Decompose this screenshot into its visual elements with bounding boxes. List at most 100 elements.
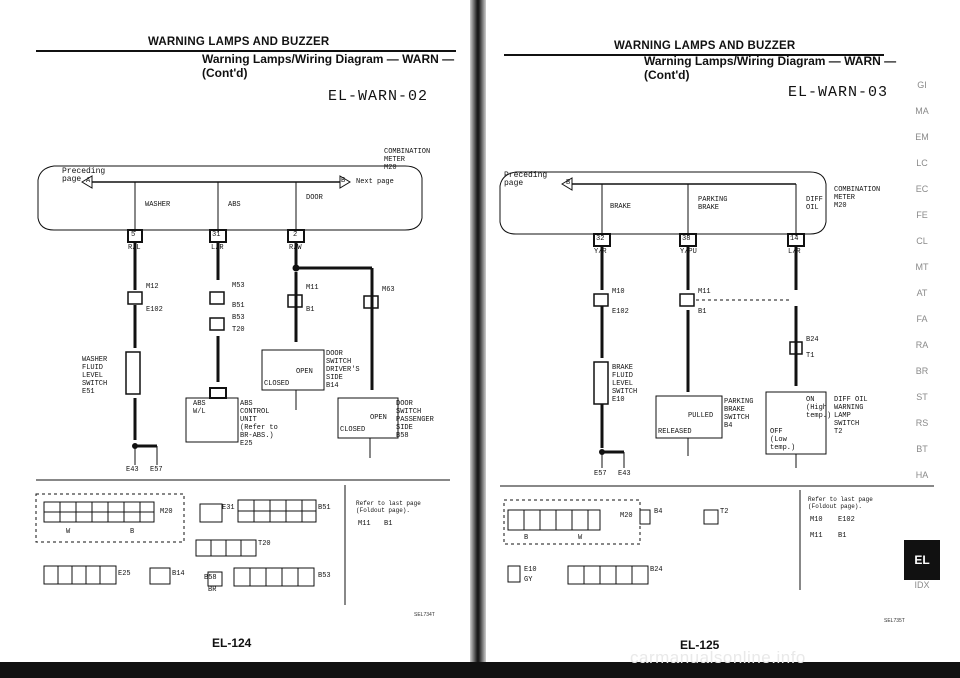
left-combination-meter-label: COMBINATION METER M20 xyxy=(384,148,430,172)
right-conn-t1: T1 xyxy=(806,352,815,360)
left-acu-conn: E25 xyxy=(240,440,253,448)
right-refer-m10: M10 xyxy=(810,516,823,524)
tab-at[interactable]: AT xyxy=(916,288,928,298)
tab-fe[interactable]: FE xyxy=(916,210,928,220)
right-on: ON xyxy=(806,396,815,404)
tab-fa[interactable]: FA xyxy=(916,314,928,324)
left-wfs-conn: E51 xyxy=(82,388,95,396)
left-conn-b58b: B58 xyxy=(204,574,217,582)
left-meter-conn: M20 xyxy=(384,164,397,172)
right-page: WARNING LAMPS AND BUZZER Warning Lamps/W… xyxy=(484,0,960,678)
left-door-closed: CLOSED xyxy=(264,380,290,388)
tab-bt[interactable]: BT xyxy=(916,444,928,454)
left-refer-1: Refer to last page xyxy=(356,500,421,507)
tab-ec[interactable]: EC xyxy=(915,184,929,194)
left-subtitle-line1: Warning Lamps/Wiring Diagram — WARN — xyxy=(202,52,455,66)
right-combination-meter: COMBINATION METER M20 xyxy=(834,186,880,210)
left-marker-a: A xyxy=(86,177,91,185)
right-conn-b24: B24 xyxy=(806,336,819,344)
right-subtitle-line1: Warning Lamps/Wiring Diagram — WARN — xyxy=(644,54,897,68)
right-refer-1: Refer to last page xyxy=(808,496,873,503)
right-conn-gy: GY xyxy=(524,576,533,584)
left-wfs-2: FLUID xyxy=(82,364,104,372)
tab-cl[interactable]: CL xyxy=(916,236,928,246)
left-wfs-4: SWITCH xyxy=(82,380,108,388)
right-page-number: EL-125 xyxy=(680,638,720,652)
right-marker-b: B xyxy=(566,179,571,187)
right-diff-oil-switch: DIFF OIL WARNING LAMP SWITCH T2 xyxy=(834,396,868,436)
left-pin-5: 5 xyxy=(131,231,136,239)
left-conn-e25b: E25 xyxy=(118,570,131,578)
tab-el-active[interactable]: EL xyxy=(904,540,940,580)
left-acu-5: BR-ABS.) xyxy=(240,432,274,440)
tab-lc[interactable]: LC xyxy=(916,158,928,168)
tab-rs[interactable]: RS xyxy=(915,418,929,428)
left-preceding-text: Preceding xyxy=(62,167,106,176)
tab-st[interactable]: ST xyxy=(916,392,928,402)
left-pass-open: OPEN xyxy=(370,414,387,422)
right-wire-ypu: Y/PU xyxy=(680,248,697,256)
left-dsd-2: SWITCH xyxy=(326,358,352,366)
right-conn-b: B xyxy=(524,534,529,542)
tab-mt[interactable]: MT xyxy=(915,262,929,272)
right-wire-lr: L/R xyxy=(788,248,801,256)
left-conn-e102: E102 xyxy=(146,306,163,314)
tab-em[interactable]: EM xyxy=(915,132,929,142)
right-diff-off: OFF (Low temp.) xyxy=(770,428,795,452)
right-bfs-2: FLUID xyxy=(612,372,634,380)
right-ground-e57: E57 xyxy=(594,470,607,478)
left-wfs-3: LEVEL xyxy=(82,372,104,380)
right-bfs-1: BRAKE xyxy=(612,364,634,372)
tab-ra[interactable]: RA xyxy=(915,340,929,350)
right-parking-2: BRAKE xyxy=(698,204,720,212)
right-page-text: page xyxy=(504,179,524,188)
left-pin-31: 31 xyxy=(212,231,221,239)
right-low-2: temp.) xyxy=(770,444,796,452)
left-refer-2: (Foldout page). xyxy=(356,507,411,514)
right-subtitle: Warning Lamps/Wiring Diagram — WARN — (C… xyxy=(644,54,896,82)
right-pbs-1: PARKING xyxy=(724,398,754,406)
left-door-open: OPEN xyxy=(296,368,313,376)
right-pbs-3: SWITCH xyxy=(724,414,750,422)
right-dos-3: LAMP xyxy=(834,412,851,420)
left-refer-b1: B1 xyxy=(384,520,393,528)
left-conn-b53: B53 xyxy=(232,314,245,322)
right-bfs-conn: E10 xyxy=(612,396,625,404)
right-preceding-page: Preceding page xyxy=(504,172,547,188)
left-dsp-1: DOOR xyxy=(396,400,413,408)
right-parking-1: PARKING xyxy=(698,196,728,204)
left-dsd-4: SIDE xyxy=(326,374,343,382)
left-conn-w: W xyxy=(66,528,71,536)
left-page-number: EL-124 xyxy=(212,636,252,650)
left-acu-2: CONTROL xyxy=(240,408,270,416)
right-combination-text: COMBINATION xyxy=(834,186,881,194)
tab-ma[interactable]: MA xyxy=(915,106,929,116)
tab-gi[interactable]: GI xyxy=(917,80,927,90)
left-abs-label: ABS xyxy=(228,201,241,209)
right-brake-fluid-switch: BRAKE FLUID LEVEL SWITCH E10 xyxy=(612,364,637,404)
left-ground-e57: E57 xyxy=(150,466,163,474)
right-dos-conn: T2 xyxy=(834,428,843,436)
left-figure-id: SEL734T xyxy=(414,612,435,618)
right-meter-text: METER xyxy=(834,194,856,202)
left-title-rule xyxy=(36,50,456,52)
left-door-label: DOOR xyxy=(306,194,323,202)
left-conn-m53: M53 xyxy=(232,282,245,290)
right-dos-2: WARNING xyxy=(834,404,864,412)
left-next-page: Next page xyxy=(356,178,394,186)
left-abs-wl-1: ABS xyxy=(193,400,206,408)
right-parking-label: PARKING BRAKE xyxy=(698,196,727,212)
left-conn-e31: E31 xyxy=(222,504,235,512)
left-door-switch-driver: DOOR SWITCH DRIVER'S SIDE B14 xyxy=(326,350,360,390)
left-dsp-conn: B58 xyxy=(396,432,409,440)
left-pass-closed: CLOSED xyxy=(340,426,366,434)
right-wiring-diagram xyxy=(499,171,934,590)
left-wfs-1: WASHER xyxy=(82,356,108,364)
right-diagram-id: EL-WARN-03 xyxy=(788,84,889,101)
left-wire-lr: L/R xyxy=(211,244,224,252)
tab-idx[interactable]: IDX xyxy=(914,580,930,590)
tab-ha[interactable]: HA xyxy=(915,470,929,480)
right-conn-m11: M11 xyxy=(698,288,711,296)
tab-br[interactable]: BR xyxy=(915,366,929,376)
left-dsd-conn: B14 xyxy=(326,382,339,390)
